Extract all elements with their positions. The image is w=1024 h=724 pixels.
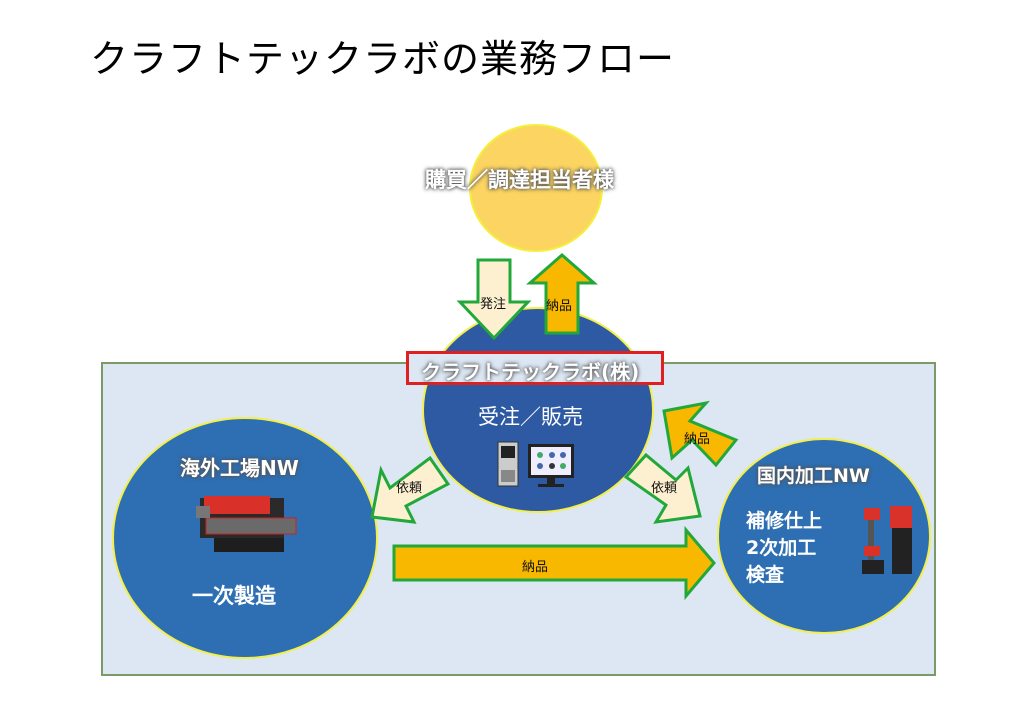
computer-icon	[497, 441, 574, 487]
company-name: クラフトテックラボ(株)	[421, 360, 640, 384]
welding-machine-icon	[862, 506, 912, 574]
request-domestic-label: 依頼	[651, 481, 678, 496]
deliver-right-arrow	[392, 525, 716, 601]
order-label: 発注	[480, 297, 507, 312]
domestic-line-1: 補修仕上	[746, 510, 823, 532]
company-role: 受注／販売	[478, 405, 583, 429]
laser-machine-icon	[196, 496, 297, 552]
domestic-line-3: 検査	[746, 564, 785, 586]
deliver-from-domestic-arrow	[662, 400, 739, 468]
page-title: クラフトテックラボの業務フロー	[90, 37, 676, 81]
company-name-box	[406, 351, 664, 385]
domestic-label: 国内加工NW	[757, 465, 870, 487]
domestic-node	[717, 438, 931, 634]
buyer-label: 購買／調達担当者様	[425, 168, 614, 192]
overseas-sub: 一次製造	[192, 584, 276, 608]
request-overseas-arrow	[370, 455, 451, 524]
domestic-line-2: 2次加工	[746, 537, 817, 559]
deliver-to-buyer-label: 納品	[546, 299, 573, 314]
deliver-up-arrow	[526, 253, 598, 335]
overseas-label: 海外工場NW	[180, 456, 299, 480]
request-overseas-label: 依頼	[396, 481, 423, 496]
request-domestic-arrow	[623, 452, 702, 524]
deliver-from-domestic-label: 納品	[684, 432, 711, 447]
buyer-node	[469, 124, 603, 252]
deliver-overseas-label: 納品	[522, 560, 549, 575]
order-arrow	[456, 258, 532, 341]
